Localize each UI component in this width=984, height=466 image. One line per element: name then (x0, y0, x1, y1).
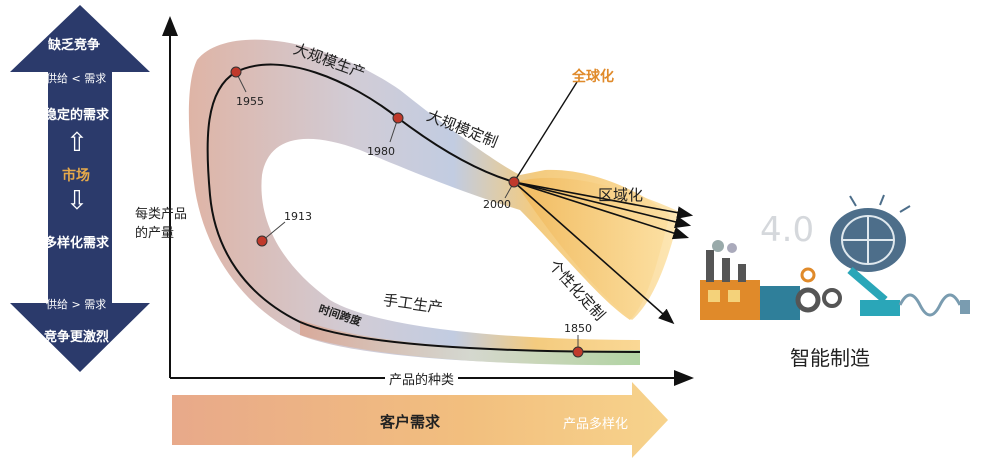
year-1913-label: 1913 (284, 210, 312, 223)
y-axis-label-line2: 的产量 (135, 226, 175, 241)
year-2000-label: 2000 (483, 198, 511, 211)
down-arrow-icon: ⇩ (66, 186, 88, 216)
lack-of-competition-label: 缺乏竞争 (48, 38, 101, 53)
stable-demand-label: 稳定的需求 (44, 108, 110, 123)
y-axis-label-line1: 每类产品 (135, 207, 188, 222)
smart-manufacturing-label: 智能制造 (790, 346, 870, 370)
marker-1955 (230, 66, 242, 78)
year-1980-label: 1980 (367, 145, 395, 158)
year-1955-label: 1955 (236, 95, 264, 108)
industry-4-label: 4.0 (760, 210, 815, 250)
marker-1850 (572, 346, 584, 358)
marker-1913 (256, 235, 268, 247)
x-axis-label: 产品的种类 (385, 369, 459, 388)
customer-demand-label: 客户需求 (380, 413, 441, 431)
globalization-label: 全球化 (572, 69, 614, 85)
supply-more-label: 供给 > 需求 (46, 298, 107, 311)
marker-1980 (392, 112, 404, 124)
year-1850-label: 1850 (564, 322, 592, 335)
supply-less-label: 供给 < 需求 (46, 72, 107, 85)
diverse-demand-label: 多样化需求 (44, 236, 110, 251)
year-markers (230, 66, 584, 358)
customer-demand-arrow (172, 382, 668, 458)
fiercer-competition-label: 竞争更激烈 (44, 330, 110, 345)
regionalization-label: 区域化 (598, 186, 644, 204)
product-diversification-label: 产品多样化 (563, 417, 629, 432)
future-arrows (513, 81, 694, 325)
marker-2000 (508, 176, 520, 188)
up-arrow-icon: ⇧ (66, 128, 88, 158)
market-label: 市场 (62, 168, 90, 184)
market-double-arrow (10, 5, 150, 372)
smart-factory-illustration (700, 194, 970, 320)
